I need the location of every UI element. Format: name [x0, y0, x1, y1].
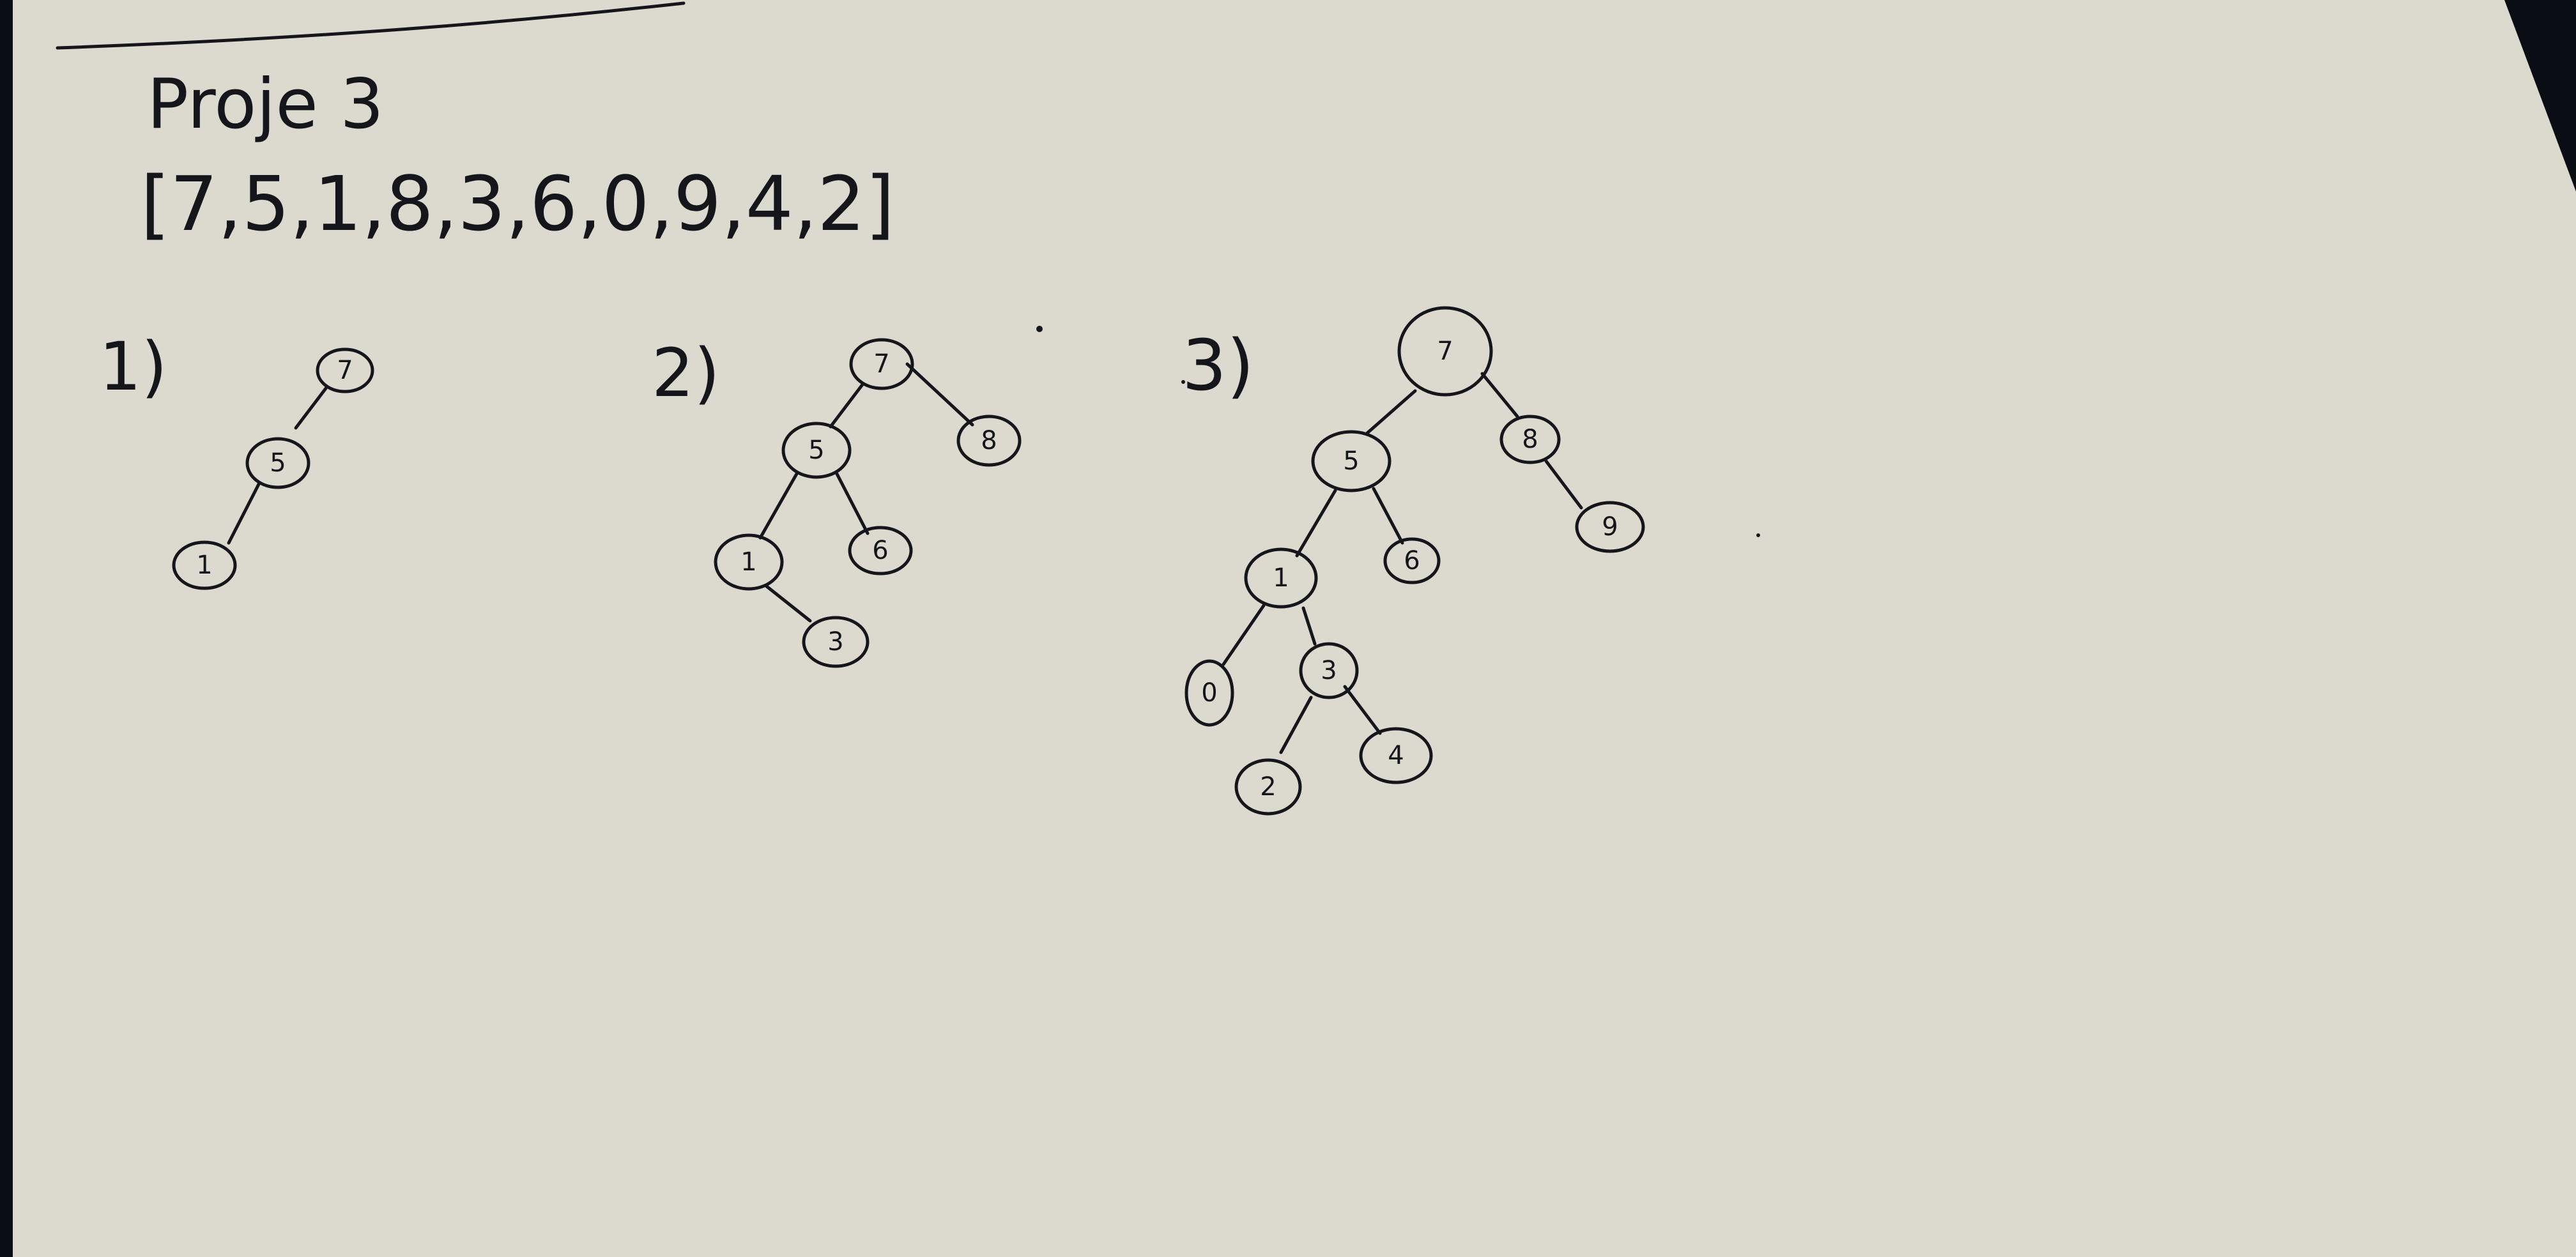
edge-5-1	[758, 471, 799, 540]
node-1: 1	[172, 540, 237, 590]
node-5: 5	[1311, 430, 1392, 492]
node-1: 1	[1244, 547, 1318, 609]
tree-3: 7 5 8 9 1 6 0 3	[1184, 306, 1645, 816]
pen-dot	[1181, 380, 1185, 384]
svg-text:6: 6	[872, 536, 888, 565]
node-2: 2	[1234, 758, 1302, 816]
node-6: 6	[848, 526, 913, 575]
node-7: 7	[849, 338, 914, 390]
edge-1-0	[1222, 604, 1266, 666]
node-8: 8	[1499, 415, 1561, 464]
svg-text:8: 8	[981, 426, 997, 455]
edge-1-3	[765, 584, 812, 623]
svg-text:7: 7	[1437, 337, 1453, 366]
edge-7-5	[829, 383, 864, 429]
tree-label-1: 1)	[99, 328, 167, 406]
edge-8-9	[1544, 459, 1583, 510]
svg-text:5: 5	[808, 436, 824, 465]
svg-text:5: 5	[270, 448, 286, 478]
edge-5-1	[1295, 489, 1337, 558]
edge-7-5	[294, 386, 328, 430]
pen-dot	[1756, 533, 1760, 537]
edge-7-8	[905, 362, 974, 427]
edge-7-8	[1480, 372, 1519, 418]
page-title: Proje 3	[147, 65, 384, 144]
node-6: 6	[1383, 537, 1441, 584]
paper-sheet	[13, 0, 2576, 1257]
node-7: 7	[316, 347, 374, 393]
edge-7-5	[1365, 389, 1417, 435]
node-5: 5	[245, 437, 310, 489]
sequence-text: [7,5,1,8,3,6,0,9,4,2]	[141, 160, 894, 248]
node-3: 3	[802, 616, 870, 668]
node-4: 4	[1359, 727, 1433, 784]
svg-text:7: 7	[337, 356, 353, 385]
edge-1-3	[1301, 606, 1317, 646]
tree-label-2: 2)	[652, 334, 720, 412]
node-9: 9	[1575, 501, 1645, 553]
svg-text:6: 6	[1404, 546, 1420, 575]
svg-text:9: 9	[1602, 512, 1618, 542]
svg-text:2: 2	[1260, 772, 1276, 802]
svg-text:1: 1	[740, 547, 756, 577]
svg-text:1: 1	[196, 551, 212, 580]
edge-5-1	[227, 482, 261, 545]
node-1: 1	[714, 533, 784, 591]
tree-2: 7 5 8 1 6 3	[714, 338, 1022, 668]
svg-text:3: 3	[1321, 656, 1337, 685]
node-8: 8	[956, 415, 1022, 467]
node-0: 0	[1184, 659, 1234, 727]
svg-text:1: 1	[1273, 563, 1289, 593]
svg-text:7: 7	[873, 349, 889, 379]
paper-edge-line	[56, 1, 686, 50]
edge-5-6	[1372, 487, 1404, 545]
svg-text:5: 5	[1343, 446, 1359, 476]
node-3: 3	[1299, 642, 1359, 699]
svg-text:8: 8	[1522, 425, 1538, 454]
node-5: 5	[781, 422, 852, 479]
pen-dot	[1036, 326, 1043, 332]
svg-text:4: 4	[1388, 741, 1404, 770]
tree-1: 7 5 1	[172, 347, 374, 590]
tree-label-3: 3)	[1182, 324, 1254, 406]
edge-3-2	[1279, 696, 1313, 754]
edge-3-4	[1343, 685, 1382, 735]
svg-text:3: 3	[827, 627, 843, 657]
svg-text:0: 0	[1201, 678, 1217, 708]
node-7: 7	[1397, 306, 1493, 397]
edge-5-6	[835, 472, 870, 535]
